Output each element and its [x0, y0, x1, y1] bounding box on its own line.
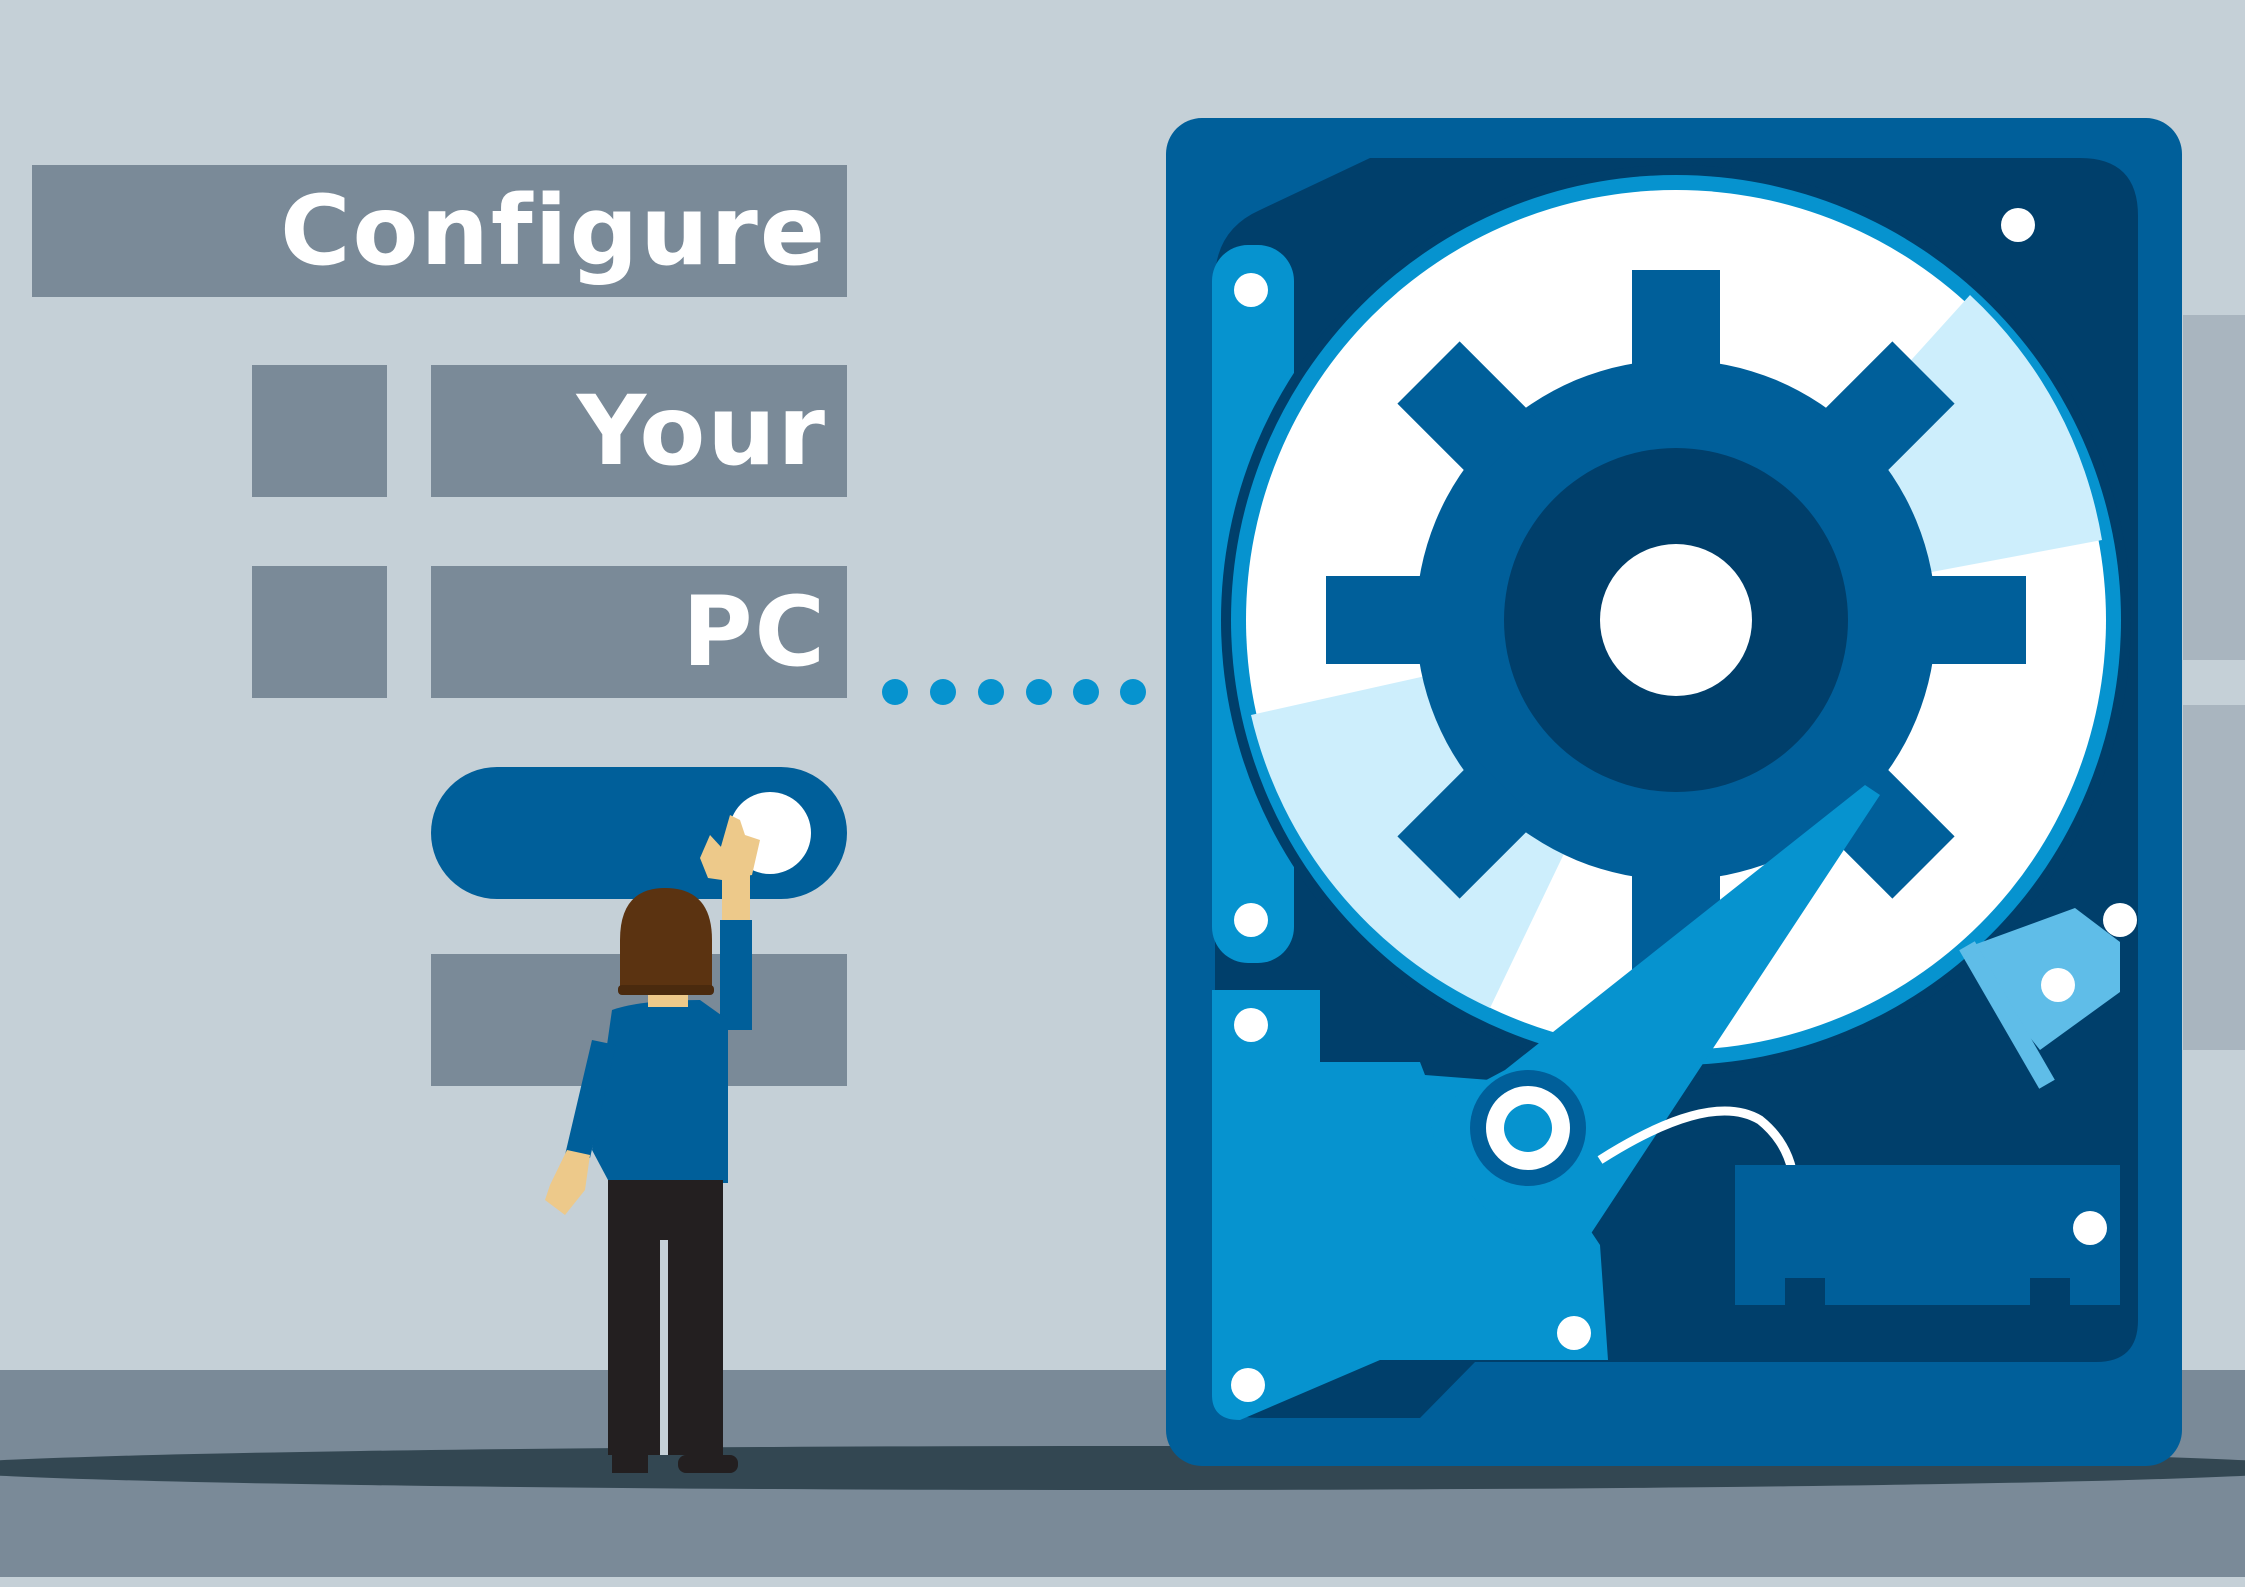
headline-line-2: Your: [576, 375, 827, 487]
side-panel-block-1: [252, 365, 387, 497]
side-panel-block-2: [252, 566, 387, 698]
headline-configure-box: Configure: [32, 165, 847, 297]
headline-line-3: PC: [682, 576, 827, 688]
headline-pc-box: PC: [431, 566, 847, 698]
headline-line-1: Configure: [280, 175, 827, 287]
toggle-switch[interactable]: [431, 767, 847, 899]
headline-your-box: Your: [431, 365, 847, 497]
